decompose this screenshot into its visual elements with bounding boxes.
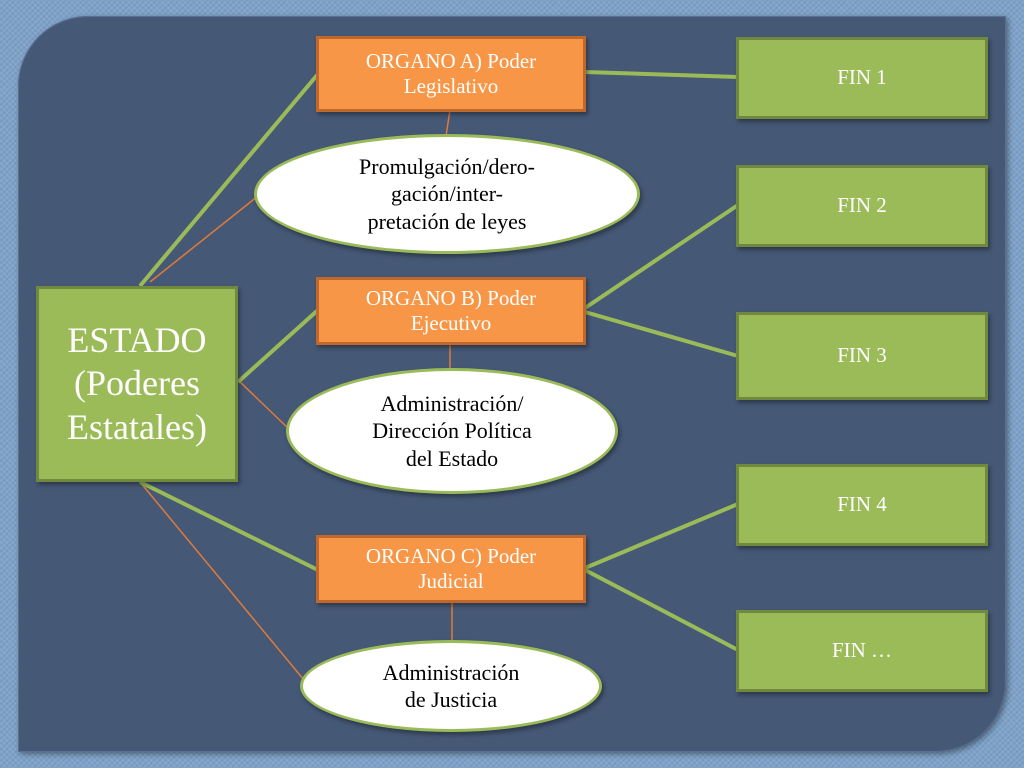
connector-estado-oval-c xyxy=(139,481,305,681)
connector-organ-a-fin-1 xyxy=(584,70,739,79)
function-oval-ejecutivo[interactable]: Administración/ Dirección Política del E… xyxy=(286,368,618,494)
connector-organ-a-oval xyxy=(445,109,451,137)
connector-estado-organ-b xyxy=(236,308,320,384)
organ-b-label: ORGANO B) Poder Ejecutivo xyxy=(365,285,537,335)
fin-5-label: FIN … xyxy=(831,638,893,663)
organ-a-legislativo-node[interactable]: ORGANO A) Poder Legislativo xyxy=(316,36,586,112)
fin-5-node[interactable]: FIN … xyxy=(736,610,988,692)
fin-1-label: FIN 1 xyxy=(837,65,887,90)
function-ejecutivo-label: Administración/ Dirección Política del E… xyxy=(372,390,532,471)
connector-estado-organ-c xyxy=(139,480,319,572)
connector-estado-organ-a xyxy=(138,72,320,288)
fin-1-node[interactable]: FIN 1 xyxy=(736,37,988,119)
fin-3-node[interactable]: FIN 3 xyxy=(736,312,988,400)
fin-2-label: FIN 2 xyxy=(837,193,887,218)
fin-3-label: FIN 3 xyxy=(837,343,887,368)
fin-2-node[interactable]: FIN 2 xyxy=(736,165,988,247)
fin-4-node[interactable]: FIN 4 xyxy=(736,464,988,546)
connector-organ-c-fin-5 xyxy=(584,568,739,652)
function-judicial-label: Administración de Justicia xyxy=(382,659,520,713)
function-oval-legislativo[interactable]: Promulgación/dero- gación/inter- pretaci… xyxy=(254,134,640,254)
connector-estado-oval-a xyxy=(149,195,259,283)
organ-c-judicial-node[interactable]: ORGANO C) Poder Judicial xyxy=(316,535,586,603)
connector-estado-oval-b xyxy=(237,379,291,431)
organ-c-label: ORGANO C) Poder Judicial xyxy=(365,543,537,593)
fin-4-label: FIN 4 xyxy=(837,492,887,517)
connector-organ-c-fin-4 xyxy=(584,502,739,570)
estado-label: ESTADO (Poderes Estatales) xyxy=(67,320,207,447)
connector-organ-b-fin-2 xyxy=(583,203,740,310)
organ-a-label: ORGANO A) Poder Legislativo xyxy=(365,48,537,98)
function-legislativo-label: Promulgación/dero- gación/inter- pretaci… xyxy=(359,153,535,234)
connector-organ-b-fin-3 xyxy=(584,310,739,358)
organ-b-ejecutivo-node[interactable]: ORGANO B) Poder Ejecutivo xyxy=(316,277,586,345)
estado-node[interactable]: ESTADO (Poderes Estatales) xyxy=(36,286,238,482)
function-oval-judicial[interactable]: Administración de Justicia xyxy=(300,640,602,732)
